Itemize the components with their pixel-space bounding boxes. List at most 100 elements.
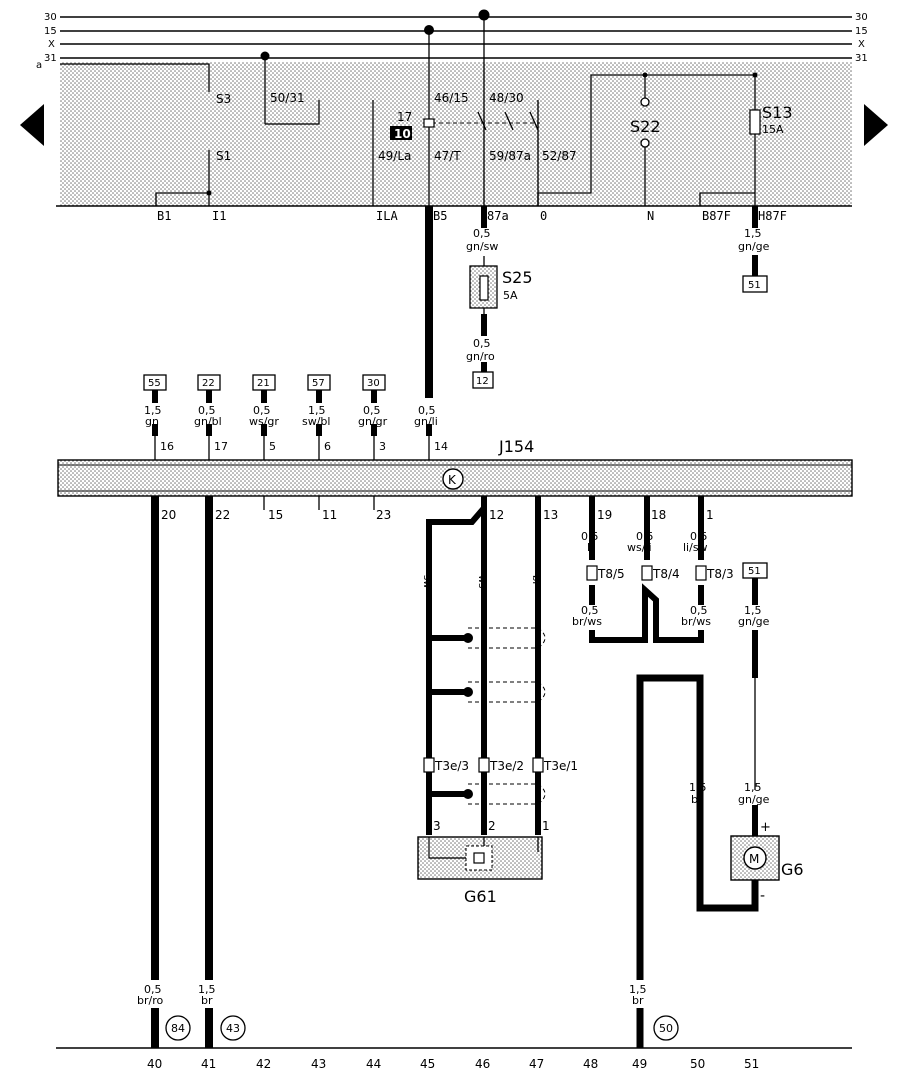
t8-4-size: 0,5: [636, 530, 654, 543]
s25-bottom-size: 0,5: [473, 337, 491, 350]
ref-box-51-top[interactable]: [742, 275, 768, 293]
switch-s22-label: S22: [630, 117, 661, 136]
ref-box-12[interactable]: [472, 371, 494, 389]
pos-45: 45: [420, 1057, 435, 1071]
input-16-size: 1,5: [144, 404, 162, 417]
ref-box-21[interactable]: [252, 374, 276, 391]
ref-box-55[interactable]: [143, 374, 167, 391]
pos-50: 50: [690, 1057, 705, 1071]
pin-47-t: 47/T: [434, 149, 461, 163]
pin-20: 20: [161, 508, 176, 522]
g6-feed-color2: gn/ge: [738, 793, 770, 806]
pos-49: 49: [632, 1057, 647, 1071]
input-3-size: 0,5: [363, 404, 381, 417]
input-17-size: 0,5: [198, 404, 216, 417]
ref-box-51-mid-label: 51: [748, 566, 761, 577]
fuel-pump-g6-label: G6: [781, 860, 804, 879]
wire-49-color: br: [632, 994, 644, 1007]
wire-41-size: 1,5: [198, 983, 216, 996]
control-unit-k-letter: K: [448, 473, 457, 487]
ref-circle-84[interactable]: 84: [171, 1022, 185, 1035]
g6-plus: +: [760, 820, 771, 835]
terminal-h87f: H87F: [758, 209, 787, 223]
ref-circle-50[interactable]: 50: [659, 1022, 673, 1035]
g6-feed-color1: gn/ge: [738, 615, 770, 628]
input-3-color: gn/gr: [358, 415, 388, 428]
pin-23: 23: [376, 508, 391, 522]
conn-t8-4: T8/4: [652, 567, 680, 581]
relay-10-label: 10: [394, 127, 411, 141]
terminal-b5: B5: [433, 209, 447, 223]
g61-pin-3: 3: [433, 819, 441, 833]
fuse-s25-label: S25: [502, 268, 533, 287]
pos-46: 46: [475, 1057, 490, 1071]
g6-ground-color: br: [691, 793, 703, 806]
pin-6: 6: [324, 440, 331, 453]
ref-box-57-label: 57: [312, 378, 325, 389]
fuse-s13-rating: 15A: [762, 123, 784, 136]
rail-31-label-right: 31: [855, 53, 868, 64]
ref-box-51-mid[interactable]: [742, 562, 768, 579]
pin-s1: S1: [216, 149, 231, 163]
pin-3: 3: [379, 440, 386, 453]
pos-41: 41: [201, 1057, 216, 1071]
pin-13: 13: [543, 508, 558, 522]
wire-br-label: br: [530, 575, 541, 586]
rail-15-label-right: 15: [855, 26, 868, 37]
terminal-0: 0: [540, 209, 547, 223]
supply-rails: [60, 16, 852, 59]
input-14-color: gn/li: [414, 415, 438, 428]
pin-s3: S3: [216, 92, 231, 106]
ref-box-30[interactable]: [362, 374, 386, 391]
pos-48: 48: [583, 1057, 598, 1071]
wire-ws-label: ws: [476, 575, 487, 588]
input-5-size: 0,5: [253, 404, 271, 417]
pin-52-87: 52/87: [542, 149, 577, 163]
relay-10-badge: [390, 126, 412, 140]
conn-t8-3: T8/3: [706, 567, 734, 581]
g6-minus: -: [760, 888, 765, 904]
pin-22: 22: [215, 508, 230, 522]
prev-page-arrow-icon[interactable]: [20, 104, 44, 146]
rail-a-label: a: [36, 60, 42, 71]
pin-48-30: 48/30: [489, 91, 524, 105]
rail-15-label-left: 15: [44, 26, 57, 37]
input-5-color: ws/gr: [249, 415, 279, 428]
h87f-size: 1,5: [744, 227, 762, 240]
pos-43: 43: [311, 1057, 326, 1071]
pos-44: 44: [366, 1057, 381, 1071]
wire-41-color: br: [201, 994, 213, 1007]
terminal-ila: ILA: [376, 209, 398, 223]
brws-1-color: br/ws: [572, 615, 602, 628]
ref-box-22[interactable]: [197, 374, 221, 391]
conn-t3e-1: T3e/1: [543, 759, 578, 773]
pin-1: 1: [706, 508, 714, 522]
rail-31-label-left: 31: [44, 53, 57, 64]
pin-5: 5: [269, 440, 276, 453]
motor-icon: [743, 846, 767, 870]
s25-top-size: 0,5: [473, 227, 491, 240]
control-unit-k-symbol: [442, 468, 464, 490]
pin-49-la: 49/La: [378, 149, 411, 163]
next-page-arrow-icon[interactable]: [864, 104, 888, 146]
pin-11: 11: [322, 508, 337, 522]
pos-47: 47: [529, 1057, 544, 1071]
t8-4-color: ws/li: [627, 541, 652, 554]
ref-box-21-label: 21: [257, 378, 270, 389]
fuse-s25-rating: 5A: [503, 289, 518, 302]
input-16-color: gn: [145, 415, 159, 428]
ref-circle-43[interactable]: 43: [226, 1022, 240, 1035]
g61-pin-1: 1: [542, 819, 550, 833]
pos-42: 42: [256, 1057, 271, 1071]
ref-box-57[interactable]: [307, 374, 331, 391]
ref-box-12-label: 12: [476, 376, 489, 387]
pin-15: 15: [268, 508, 283, 522]
input-14-size: 0,5: [418, 404, 436, 417]
t8-5-color: li: [587, 541, 593, 554]
pin-12: 12: [489, 508, 504, 522]
terminal-b87f: B87F: [702, 209, 731, 223]
wire-40-color: br/ro: [137, 994, 163, 1007]
conn-t8-5: T8/5: [597, 567, 625, 581]
g6-ground-size: 1,5: [689, 781, 707, 794]
lower-wires: [151, 496, 759, 1048]
